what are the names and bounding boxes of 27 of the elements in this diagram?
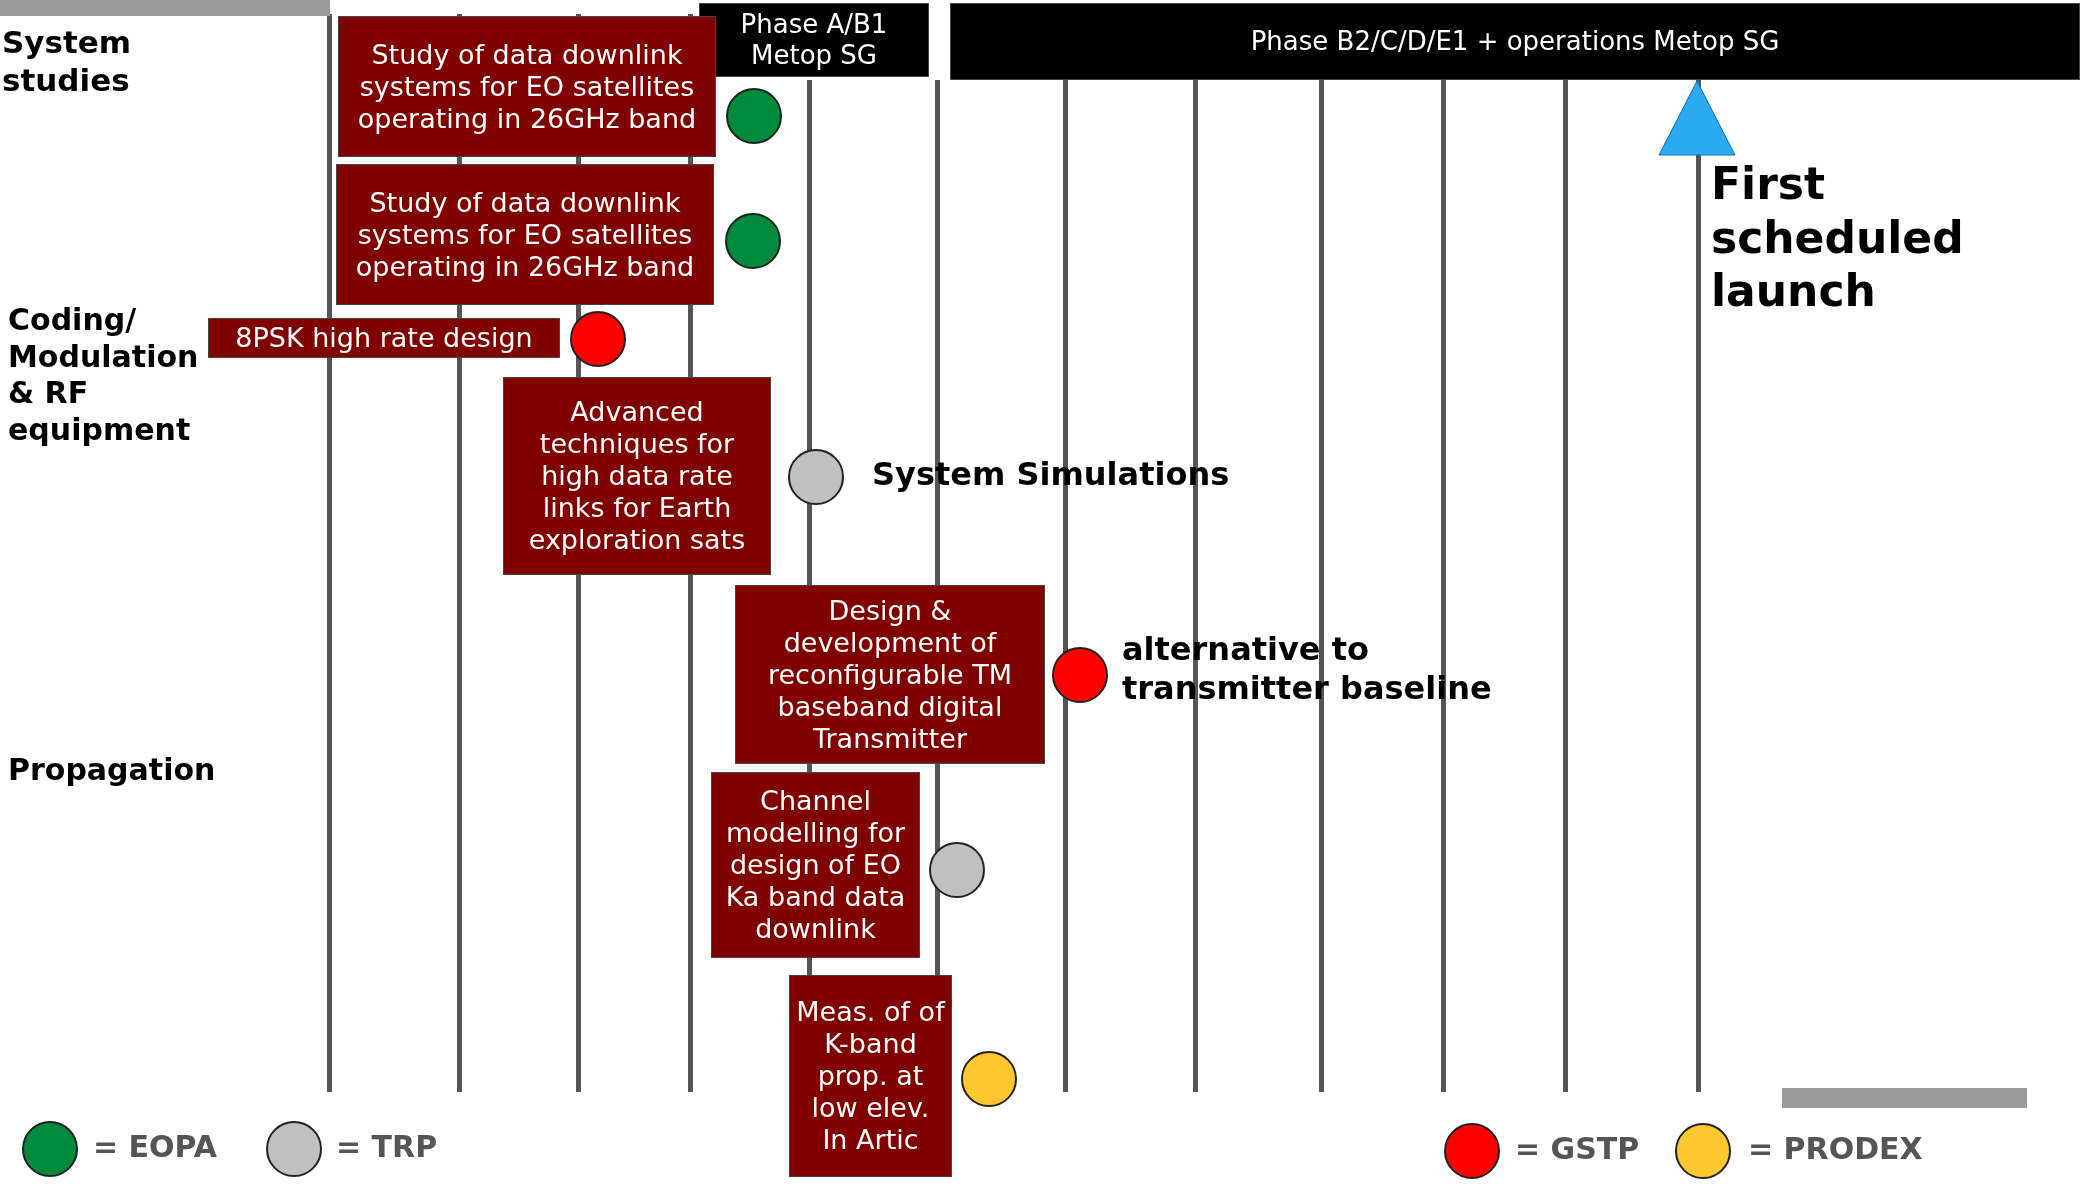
phase-bar: Phase B2/C/D/E1 + operations Metop SG xyxy=(950,3,2080,80)
legend-label: = TRP xyxy=(336,1129,438,1164)
status-circle xyxy=(725,87,784,146)
status-circle xyxy=(960,1050,1019,1109)
status-circle xyxy=(569,310,628,369)
activity-box: Advanced techniques for high data rate links for Earth exploration sats xyxy=(503,377,771,575)
legend-label: = PRODEX xyxy=(1748,1131,1923,1166)
activity-box: 8PSK high rate design xyxy=(208,318,560,358)
status-circle xyxy=(787,448,846,507)
phase-bar: Phase A/B1 Metop SG xyxy=(699,3,929,77)
milestone-label: First scheduled launch xyxy=(1711,157,1965,319)
timeline-bar xyxy=(1782,1088,2027,1108)
timeline-bar xyxy=(0,0,330,16)
legend-label: = GSTP xyxy=(1515,1131,1640,1166)
row-heading: System studies xyxy=(2,24,133,100)
activity-box: Channel modelling for design of EO Ka band data downlink xyxy=(711,772,920,958)
row-heading: Propagation xyxy=(8,752,217,789)
activity-box: Design & development of reconfigurable TM baseband digital Transmitter xyxy=(735,585,1045,764)
row-heading: Coding/ Modulation & RF equipment xyxy=(8,302,200,449)
activity-box: Meas. of of K-band prop. at low elev. In Artic xyxy=(789,975,952,1177)
activity-box: Study of data downlink systems for EO satellites operating in 26GHz band xyxy=(336,164,714,305)
activity-box: Study of data downlink systems for EO satellites operating in 26GHz band xyxy=(338,16,716,157)
status-circle xyxy=(928,841,987,900)
status-circle xyxy=(1051,646,1110,705)
status-circle xyxy=(724,212,783,271)
launch-triangle xyxy=(1658,80,1736,156)
legend-label: = EOPA xyxy=(93,1129,218,1164)
